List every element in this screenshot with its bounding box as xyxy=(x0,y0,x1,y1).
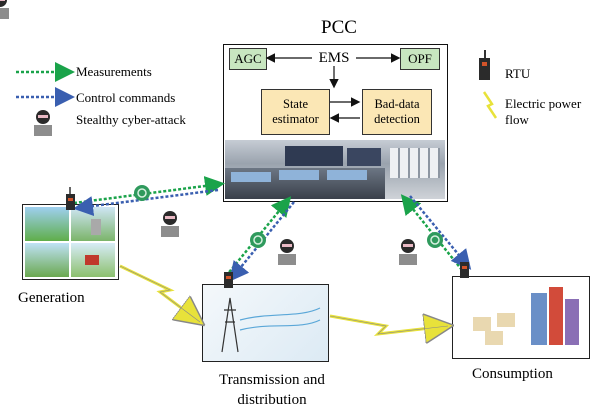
pcc-internal-arrows xyxy=(265,53,401,123)
transmission-label: Transmission and distribution xyxy=(219,372,325,408)
hacker-generation-icon xyxy=(161,211,179,237)
pcc-title: PCC xyxy=(321,17,357,38)
hacker-transmission-icon xyxy=(278,239,296,265)
legend-measurements-label: Measurements xyxy=(76,64,152,79)
bad-data-detection-box: Bad-data detection xyxy=(362,89,432,135)
lock-icon xyxy=(427,232,443,248)
rtu-transmission-icon xyxy=(224,272,233,288)
legend-power-flow-label: Electric power flow xyxy=(505,96,582,127)
lock-icon xyxy=(134,185,150,201)
legend-stealthy-attack-label: Stealthy cyber-attack xyxy=(76,112,186,127)
lock-icon xyxy=(250,232,266,248)
rtu-icon xyxy=(479,50,490,80)
ems-label: EMS xyxy=(318,50,350,66)
hacker-icon xyxy=(0,0,9,19)
legend-rtu-label: RTU xyxy=(505,66,531,81)
rtu-consumption-icon xyxy=(460,262,469,278)
opf-box: OPF xyxy=(400,48,440,70)
state-estimator-box: State estimator xyxy=(261,89,330,135)
legend-power-flow-icon xyxy=(482,91,498,119)
legend-control-commands-label: Control commands xyxy=(76,90,176,105)
control-room-image xyxy=(225,140,445,199)
transmission-tower-icon xyxy=(221,297,321,353)
transmission-image xyxy=(202,284,329,362)
consumption-label: Consumption xyxy=(472,366,553,382)
hacker-consumption-icon xyxy=(399,239,417,265)
rtu-generation-icon xyxy=(66,187,75,210)
generation-label: Generation xyxy=(18,290,85,306)
consumption-image xyxy=(452,276,590,359)
generation-image xyxy=(22,204,119,280)
legend-hacker-icon xyxy=(34,110,52,136)
